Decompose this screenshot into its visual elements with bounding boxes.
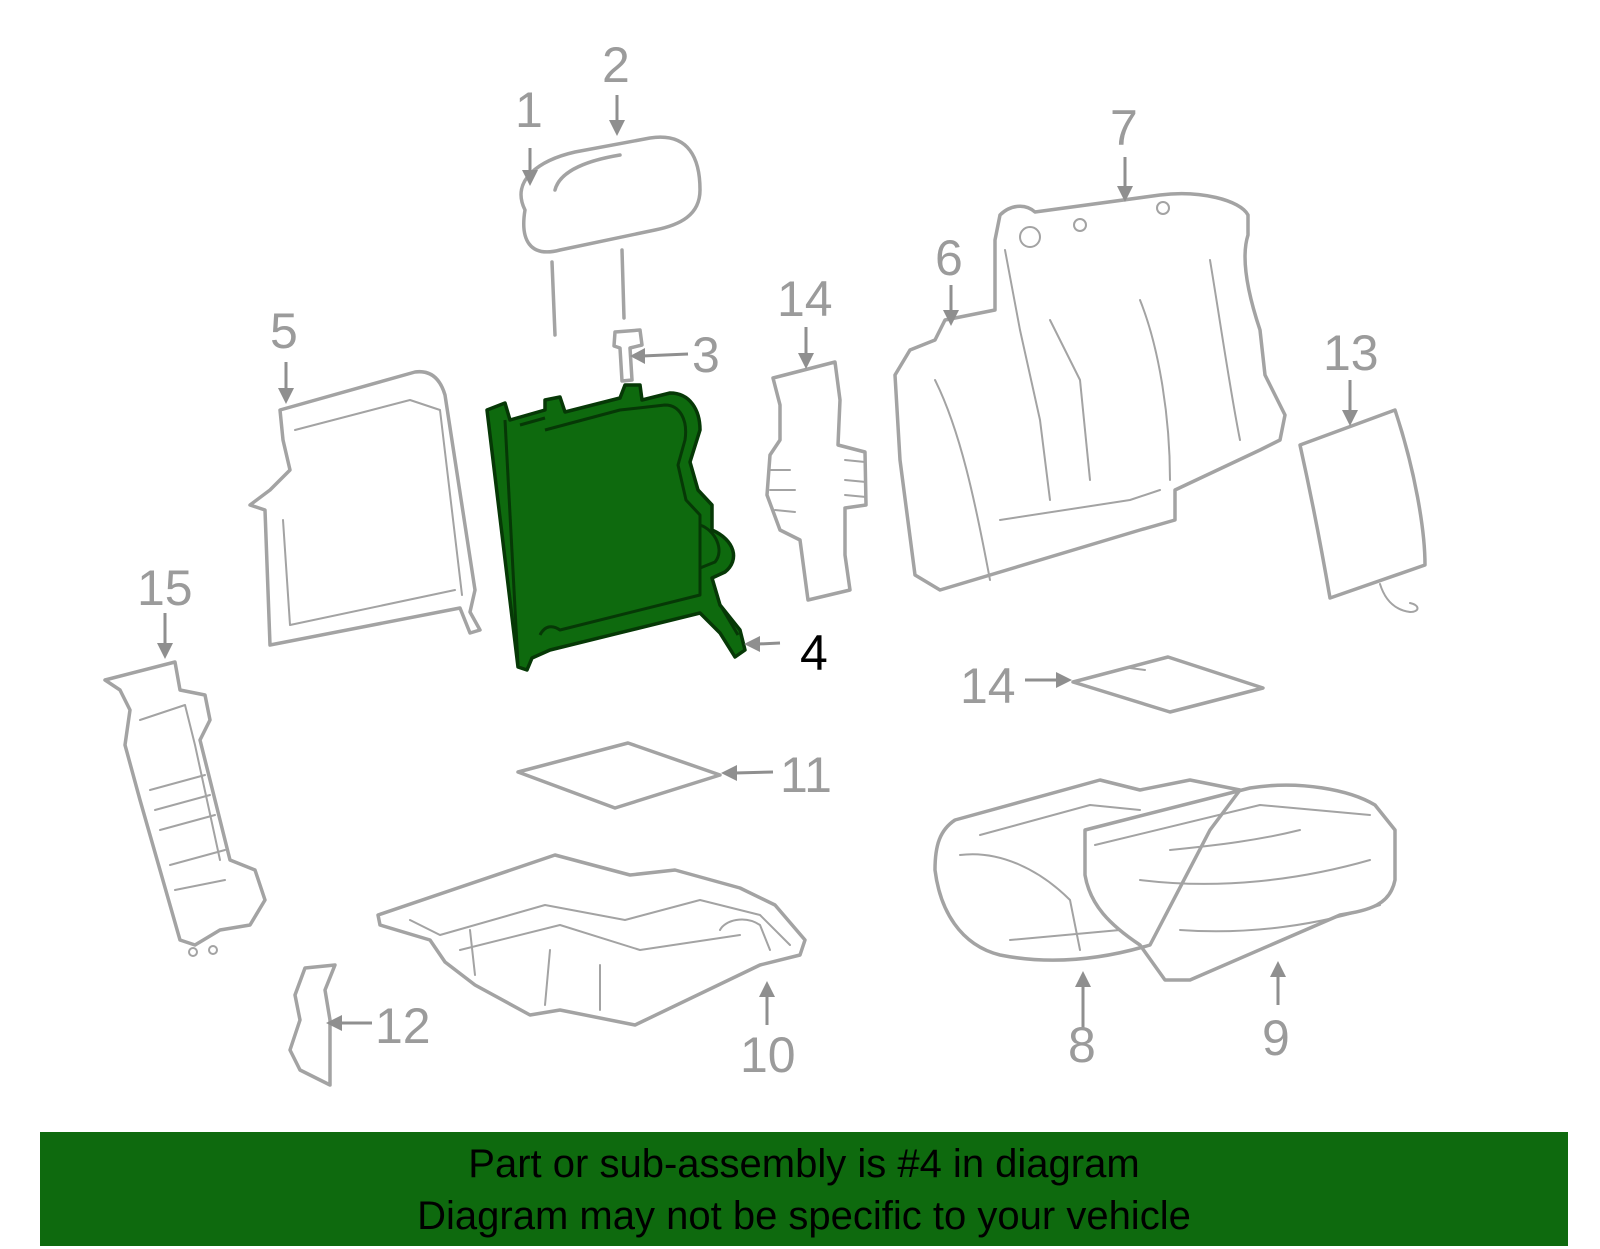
callout-15: 15 (137, 560, 193, 616)
part-sheet (516, 741, 722, 810)
callout-5: 5 (270, 303, 298, 359)
callout-12: 12 (375, 998, 431, 1054)
part-back-panel (248, 369, 482, 647)
banner-line-1: Part or sub-assembly is #4 in diagram (468, 1142, 1140, 1186)
callout-14-lower: 14 (960, 658, 1016, 714)
part-headrest (519, 135, 702, 337)
info-banner: Part or sub-assembly is #4 in diagram Di… (40, 1132, 1568, 1246)
banner-line-2: Diagram may not be specific to your vehi… (417, 1194, 1191, 1238)
callout-arrows (157, 95, 1358, 1031)
callout-6: 6 (935, 230, 963, 286)
part-bracket (288, 963, 337, 1087)
callout-11: 11 (780, 747, 832, 803)
part-back-cushion (893, 191, 1287, 592)
callout-14-upper: 14 (777, 271, 833, 327)
callout-4: 4 (800, 625, 828, 681)
part-side-frame (103, 660, 267, 957)
callout-10: 10 (740, 1027, 796, 1083)
callout-labels: 1 2 3 4 5 6 7 8 9 10 11 12 13 14 14 15 (137, 37, 1379, 1083)
part-sheet-lower (1071, 655, 1265, 714)
callout-13: 13 (1323, 325, 1379, 381)
part-seat-frame (376, 853, 807, 1027)
callout-7: 7 (1110, 100, 1138, 156)
callout-1: 1 (515, 82, 543, 138)
part-strip-upper (765, 360, 868, 602)
callout-3: 3 (692, 327, 720, 383)
part-seat-cushion (933, 778, 1242, 962)
part-pad (1298, 408, 1427, 613)
callout-8: 8 (1068, 1017, 1096, 1073)
part-seat-cover (1083, 783, 1397, 982)
callout-2: 2 (602, 37, 630, 93)
part-guide-clip (612, 328, 644, 383)
part-back-frame-highlighted (485, 383, 747, 672)
callout-9: 9 (1262, 1010, 1290, 1066)
